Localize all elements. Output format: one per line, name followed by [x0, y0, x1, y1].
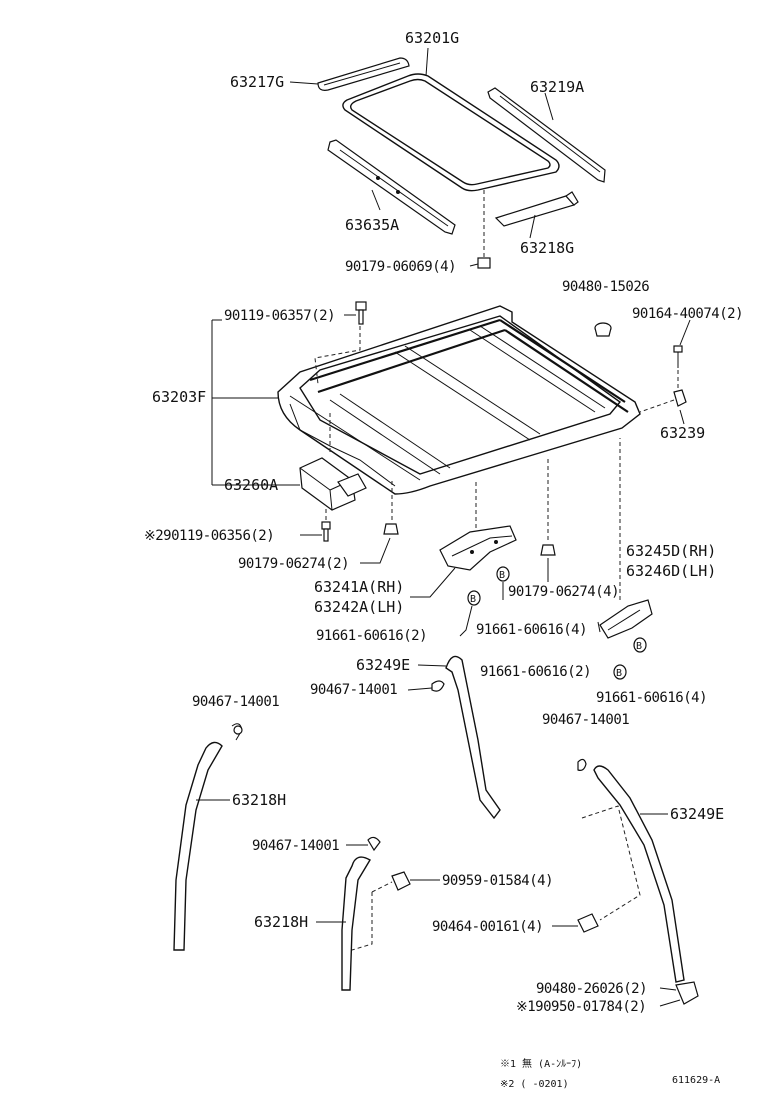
drain-hose-right — [577, 758, 699, 1007]
label-63218H-a: 63218H — [232, 791, 286, 809]
label-63242A: 63242A(LH) — [314, 598, 404, 616]
label-91661-b: 91661-60616(4) — [476, 622, 587, 638]
bolt-icon — [314, 301, 367, 385]
sunroof-glass-panel — [342, 47, 560, 192]
label-90467-c: 90467-14001 — [542, 712, 629, 728]
label-90467-a: 90467-14001 — [310, 682, 397, 698]
plug-icon — [594, 322, 612, 337]
sunroof-housing — [212, 305, 641, 495]
label-91661-d: 91661-60616(4) — [596, 690, 707, 706]
side-rail-right — [487, 87, 606, 183]
label-90164-40074: 90164-40074(2) — [632, 306, 743, 322]
label-63217G: 63217G — [230, 73, 284, 91]
nut-icon-left — [360, 480, 399, 564]
nut-icon-center — [540, 456, 556, 582]
label-90959: 90959-01584(4) — [442, 873, 553, 889]
bracket-icon-left — [410, 480, 517, 598]
label-63260A: 63260A — [224, 476, 278, 494]
side-rail-left — [327, 139, 456, 235]
svg-text:B: B — [616, 668, 622, 679]
label-91661-c: 91661-60616(2) — [480, 664, 591, 680]
label-90179-06069: 90179-06069(4) — [345, 259, 456, 275]
front-weatherstrip — [289, 57, 410, 91]
svg-text:B: B — [499, 570, 505, 581]
b-marker: B B B B — [459, 566, 647, 680]
label-63218H-b: 63218H — [254, 913, 308, 931]
footnote-2: ※2 ( -0201) — [500, 1079, 569, 1090]
label-90119-06356: ※290119-06356(2) — [144, 528, 274, 544]
label-90119-06357: 90119-06357(2) — [224, 308, 335, 324]
motor-icon — [211, 319, 367, 511]
bolt-icon-lower — [300, 505, 331, 542]
label-90467-d: 90467-14001 — [252, 838, 339, 854]
footnote-1: ※1 無 (A-ﾝﾙｰﾌ) — [500, 1057, 582, 1070]
clip-icon — [639, 389, 687, 425]
label-63249E-top: 63249E — [356, 656, 410, 674]
label-90464: 90464-00161(4) — [432, 919, 543, 935]
label-63249E-right: 63249E — [670, 805, 724, 823]
drain-hose-left — [173, 723, 243, 951]
figure-id: 611629-A — [672, 1075, 720, 1086]
label-90467-b: 90467-14001 — [192, 694, 279, 710]
label-63219A: 63219A — [530, 78, 584, 96]
label-63635A: 63635A — [345, 216, 399, 234]
label-63218G: 63218G — [520, 239, 574, 257]
drain-hose-lower — [316, 836, 440, 991]
rear-strip — [494, 191, 579, 239]
label-90179-06274-left: 90179-06274(2) — [238, 556, 349, 572]
label-63239: 63239 — [660, 424, 705, 442]
svg-text:B: B — [470, 594, 476, 605]
label-63203F: 63203F — [152, 388, 206, 406]
label-90179-06274-center: 90179-06274(4) — [508, 584, 619, 600]
label-90480-15026: 90480-15026 — [562, 279, 649, 295]
label-91661-a: 91661-60616(2) — [316, 628, 427, 644]
label-90480-26026: 90480-26026(2) — [536, 981, 647, 997]
drain-hose-center — [407, 655, 501, 820]
clamp-icon — [552, 913, 599, 933]
label-63201G: 63201G — [405, 29, 459, 47]
screw-icon — [673, 319, 691, 392]
label-63246D: 63246D(LH) — [626, 562, 716, 580]
label-63241A: 63241A(RH) — [314, 578, 404, 596]
bracket-icon-right — [597, 438, 653, 639]
nut-icon — [469, 190, 491, 269]
label-63245D: 63245D(RH) — [626, 542, 716, 560]
svg-text:B: B — [636, 641, 642, 652]
label-90950: ※190950-01784(2) — [516, 999, 646, 1015]
